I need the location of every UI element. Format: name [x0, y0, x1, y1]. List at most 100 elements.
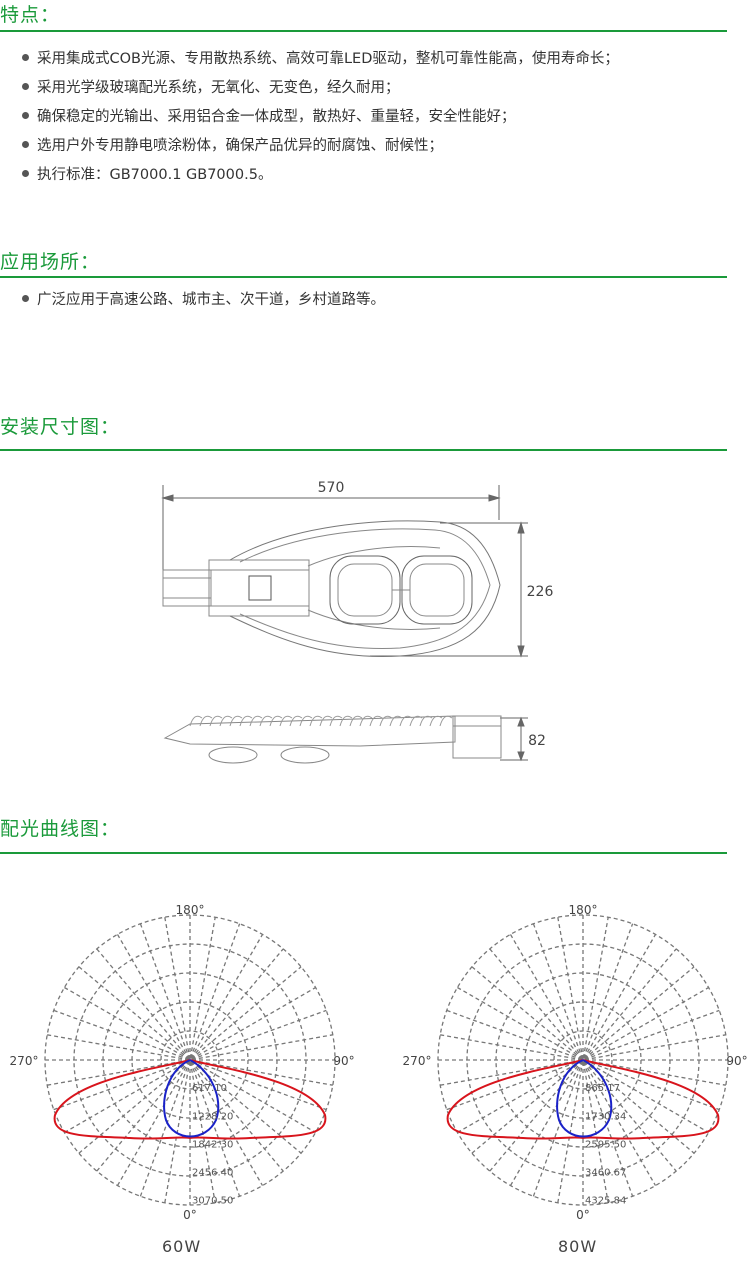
list-item: 广泛应用于高速公路、城市主、次干道，乡村道路等。 — [22, 286, 385, 315]
heatsink-fin — [299, 715, 313, 727]
polar-spoke — [64, 986, 316, 1134]
angle-label-top: 180° — [176, 903, 205, 917]
heatsink-fin — [189, 715, 203, 727]
lamp-top-view — [162, 520, 501, 657]
light-distribution-divider — [0, 852, 727, 854]
list-item: 选用户外专用静电喷涂粉体，确保产品优异的耐腐蚀、耐候性； — [22, 132, 619, 161]
list-item: 采用光学级玻璃配光系统，无氧化、无变色，经久耐用； — [22, 74, 619, 103]
curve-c90 — [53, 1059, 327, 1140]
polar-spoke — [446, 1009, 720, 1111]
angle-label-right: 90° — [726, 1054, 747, 1068]
polar-spoke — [457, 986, 709, 1134]
heatsink-fin — [419, 715, 433, 727]
depth-dimension — [500, 716, 528, 762]
heatsink-fin — [249, 715, 263, 727]
polar-spoke — [164, 917, 216, 1203]
lamp-side-view — [163, 715, 502, 764]
list-item: 确保稳定的光输出、采用铝合金一体成型，散热好、重量轻，安全性能好； — [22, 103, 619, 132]
heatsink-fin — [229, 715, 243, 727]
heatsink-fin — [369, 715, 383, 727]
polar-grid — [437, 914, 729, 1206]
polar-spoke — [53, 1009, 327, 1111]
polar-spoke — [96, 948, 284, 1172]
heatsink-fin — [269, 715, 283, 727]
heatsink-fin — [239, 715, 253, 727]
polar-spoke — [139, 923, 241, 1197]
ring-value-label: 1228.20 — [192, 1111, 233, 1122]
polar-spoke — [440, 1034, 726, 1086]
list-item: 执行标准：GB7000.1 GB7000.5。 — [22, 161, 619, 190]
polar-spoke — [78, 966, 302, 1154]
polar-spoke — [509, 934, 657, 1186]
polar-spoke — [489, 948, 677, 1172]
ring-value-label: 2456.40 — [192, 1168, 233, 1179]
dimensions-divider — [0, 449, 727, 451]
bullet-icon — [22, 140, 29, 148]
bullet-icon — [22, 169, 29, 177]
heatsink-fin — [439, 715, 453, 727]
polar-spoke — [557, 917, 609, 1203]
light-distribution-title: 配光曲线图： — [0, 818, 121, 840]
height-dimension — [370, 521, 528, 658]
dimensions-title: 安装尺寸图： — [0, 416, 121, 438]
heatsink-fin — [279, 715, 293, 727]
polar-spoke — [440, 1034, 726, 1086]
bullet-icon — [22, 111, 29, 119]
ring-value-label: 4325.84 — [585, 1196, 626, 1207]
heatsink-fin — [409, 715, 423, 727]
angle-label-bottom: 0° — [183, 1208, 197, 1222]
heatsink-fin — [379, 715, 393, 727]
ring-value-label: 617.10 — [192, 1083, 227, 1094]
width-label: 570 — [318, 480, 345, 496]
polar-spoke — [96, 948, 284, 1172]
angle-label-bottom: 0° — [576, 1208, 590, 1222]
features-list: 采用集成式COB光源、专用散热系统、高效可靠LED驱动，整机可靠性能高，使用寿命… — [22, 45, 619, 190]
heatsink-fin — [219, 715, 233, 727]
features-divider — [0, 30, 727, 32]
ring-value-label: 1730.34 — [585, 1111, 626, 1122]
polar-spoke — [532, 923, 634, 1197]
polar-spoke — [164, 917, 216, 1203]
angle-label-left: 270° — [403, 1054, 432, 1068]
ring-values: 865.17 1730.34 2595.50 3460.67 4325.84 — [585, 1083, 626, 1207]
heatsink-fin — [289, 715, 303, 727]
polar-spoke — [457, 986, 709, 1134]
polar-spoke — [47, 1034, 333, 1086]
curve-c90 — [446, 1059, 720, 1140]
width-dimension — [161, 485, 501, 570]
heatsink-fin — [319, 715, 333, 727]
applications-list: 广泛应用于高速公路、城市主、次干道，乡村道路等。 — [22, 286, 385, 315]
polar-spoke — [532, 923, 634, 1197]
height-label: 226 — [527, 584, 554, 600]
chart-caption-80w: 80W — [558, 1237, 598, 1256]
list-item: 采用集成式COB光源、专用散热系统、高效可靠LED驱动，整机可靠性能高，使用寿命… — [22, 45, 619, 74]
heatsink-fin — [429, 715, 443, 727]
polar-spoke — [116, 934, 264, 1186]
heatsink-fin — [359, 715, 373, 727]
angle-label-left: 270° — [10, 1054, 39, 1068]
heatsink-fin — [339, 715, 353, 727]
heatsink-fin — [259, 715, 273, 727]
angle-label-right: 90° — [333, 1054, 354, 1068]
bullet-icon — [22, 53, 29, 61]
bullet-icon — [22, 294, 29, 302]
features-title: 特点： — [0, 4, 61, 26]
ring-value-label: 2595.50 — [585, 1139, 626, 1150]
curve-c0 — [163, 1059, 220, 1138]
polar-spoke — [471, 966, 695, 1154]
polar-spoke — [47, 1034, 333, 1086]
polar-spoke — [64, 986, 316, 1134]
ring-value-label: 3460.67 — [585, 1168, 626, 1179]
heatsink-fin — [389, 715, 403, 727]
polar-spoke — [116, 934, 264, 1186]
bullet-icon — [22, 82, 29, 90]
applications-title: 应用场所： — [0, 251, 101, 273]
heatsink-fin — [399, 715, 413, 727]
angle-label-top: 180° — [569, 903, 598, 917]
polar-spoke — [489, 948, 677, 1172]
chart-caption-60w: 60W — [162, 1237, 202, 1256]
ring-value-label: 865.17 — [585, 1083, 620, 1094]
